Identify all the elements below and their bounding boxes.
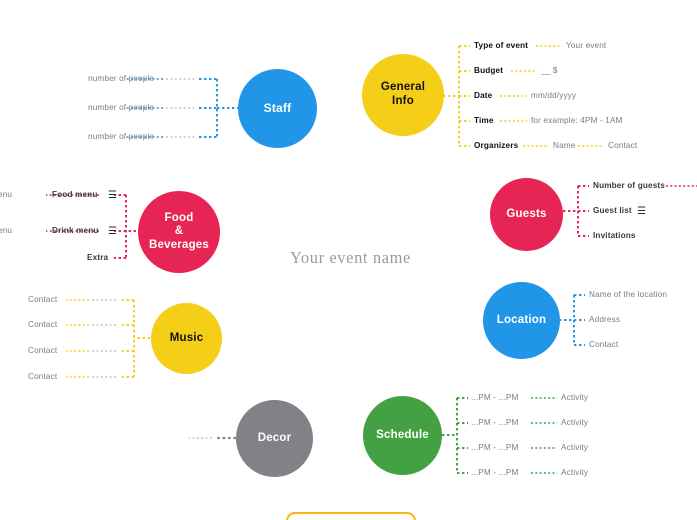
location-row-label-2[interactable]: Address [589,315,621,324]
general-info-row-value-4[interactable]: for example: 4PM - 1AM [531,116,623,125]
guests-row-label-3[interactable]: Invitations [593,231,636,240]
guests-row-label-2[interactable]: Guest list [593,206,632,215]
schedule-row-activity-4[interactable]: Activity [561,468,589,477]
node-location-label: Location [496,313,547,326]
general-info-row-value-5[interactable]: Name [553,141,576,150]
food-row-label-3[interactable]: Extra [87,253,109,262]
node-food-beverages[interactable]: Food & Beverages [138,191,220,273]
food-row-label-2[interactable]: Drink menu [52,226,99,235]
node-schedule[interactable]: Schedule [363,396,442,475]
node-schedule-label: Schedule [376,428,429,441]
location-row-label-1[interactable]: Name of the location [589,290,668,299]
general-info-row-value-1[interactable]: Your event [566,41,607,50]
node-staff[interactable]: Staff [238,69,317,148]
guests-row-label-1[interactable]: Number of guests [593,181,666,190]
music-row-label-3[interactable]: Contact [28,346,58,355]
node-guests-label: Guests [506,207,547,220]
general-info-row-label-4[interactable]: Time [474,116,494,125]
schedule-row-activity-3[interactable]: Activity [561,443,589,452]
node-general-info-label: General Info [380,81,426,107]
general-info-row-value-2[interactable]: __ $ [541,66,558,75]
node-guests[interactable]: Guests [490,178,563,251]
node-staff-label: Staff [263,101,292,116]
schedule-row-time-4[interactable]: ...PM - ...PM [471,468,519,477]
schedule-row-time-2[interactable]: ...PM - ...PM [471,418,519,427]
general-info-row-label-1[interactable]: Type of event [474,41,529,50]
general-info-row-label-3[interactable]: Date [474,91,493,100]
schedule-row-time-1[interactable]: ...PM - ...PM [471,393,519,402]
general-info-row-value-3[interactable]: mm/dd/yyyy [531,91,577,100]
food-row-label-1[interactable]: Food menu [52,190,98,199]
general-info-row-value2-5[interactable]: Contact [608,141,638,150]
node-general-info[interactable]: General Info [362,54,444,136]
food-row-outer-2[interactable]: enu [0,226,13,235]
staff-row-label-2[interactable]: number of people [88,103,155,112]
hamburger-menu-icon-drink[interactable]: ☰ [108,226,117,237]
page-title: Your event name [290,248,411,267]
schedule-row-activity-2[interactable]: Activity [561,418,589,427]
hamburger-menu-icon-guest-list[interactable]: ☰ [637,206,646,217]
location-row-label-3[interactable]: Contact [589,340,619,349]
bottom-card-outline[interactable] [286,512,416,520]
food-row-outer-1[interactable]: enu [0,190,13,199]
music-row-label-2[interactable]: Contact [28,320,58,329]
staff-row-label-1[interactable]: number of people [88,74,155,83]
node-decor-label: Decor [257,431,292,444]
staff-row-label-3[interactable]: number of people [88,132,155,141]
general-info-row-label-5[interactable]: Organizers [474,141,519,150]
hamburger-menu-icon-food[interactable]: ☰ [108,190,117,201]
node-food-beverages-label: Food & Beverages [149,211,209,251]
schedule-row-time-3[interactable]: ...PM - ...PM [471,443,519,452]
schedule-row-activity-1[interactable]: Activity [561,393,589,402]
node-decor[interactable]: Decor [236,400,313,477]
node-music-label: Music [169,331,204,344]
music-row-label-4[interactable]: Contact [28,372,58,381]
node-music[interactable]: Music [151,303,222,374]
node-location[interactable]: Location [483,282,560,359]
general-info-row-label-2[interactable]: Budget [474,66,504,75]
music-row-label-1[interactable]: Contact [28,295,58,304]
